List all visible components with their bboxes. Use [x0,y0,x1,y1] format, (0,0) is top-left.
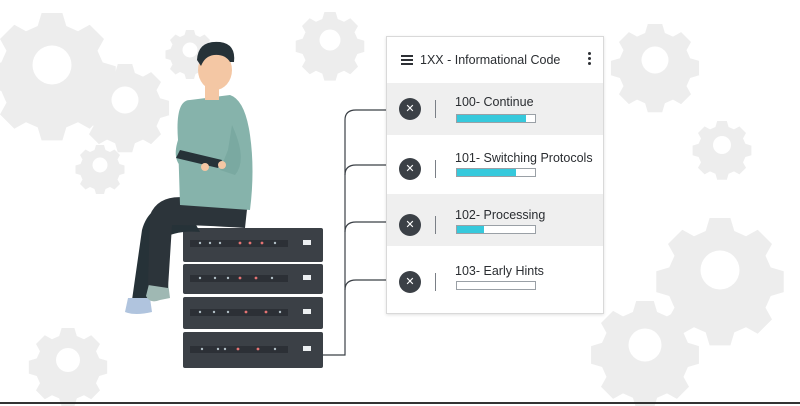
server-stack [183,228,323,368]
gear-icon [75,145,125,194]
gear-icon [28,328,108,406]
hamburger-menu-icon[interactable] [401,55,413,65]
close-icon[interactable]: ✕ [399,271,421,293]
panel-title: 1XX - Informational Code [420,53,561,67]
status-code-label: 102- Processing [455,208,546,222]
divider [435,100,436,118]
progress-bar [456,281,536,290]
status-code-label: 101- Switching Protocols [455,151,593,165]
close-icon[interactable]: ✕ [399,98,421,120]
status-code-label: 100- Continue [455,95,534,109]
list-item: ✕ 103- Early Hints [387,251,603,303]
list-item: ✕ 101- Switching Protocols [387,138,603,190]
vertical-ellipsis-icon[interactable] [588,52,592,66]
divider [435,216,436,234]
person-with-tablet [125,41,253,314]
progress-bar [456,114,536,123]
progress-fill [457,226,485,233]
progress-bar [456,225,536,234]
status-code-label: 103- Early Hints [455,264,544,278]
ground-line [0,402,800,404]
list-item: ✕ 100- Continue [387,83,603,135]
cables [322,109,386,356]
progress-fill [457,115,526,122]
progress-fill [457,169,516,176]
status-code-panel: 1XX - Informational Code ✕ 100- Continue… [386,36,604,314]
divider [435,273,436,291]
divider [435,160,436,178]
gear-icon [692,121,752,180]
close-icon[interactable]: ✕ [399,214,421,236]
gear-icon [610,23,700,113]
panel-header: 1XX - Informational Code [387,37,603,83]
close-icon[interactable]: ✕ [399,158,421,180]
progress-bar [456,168,536,177]
list-item: ✕ 102- Processing [387,194,603,246]
gear-icon [80,64,170,153]
gear-icon [591,301,699,406]
gear-icon [295,12,365,81]
